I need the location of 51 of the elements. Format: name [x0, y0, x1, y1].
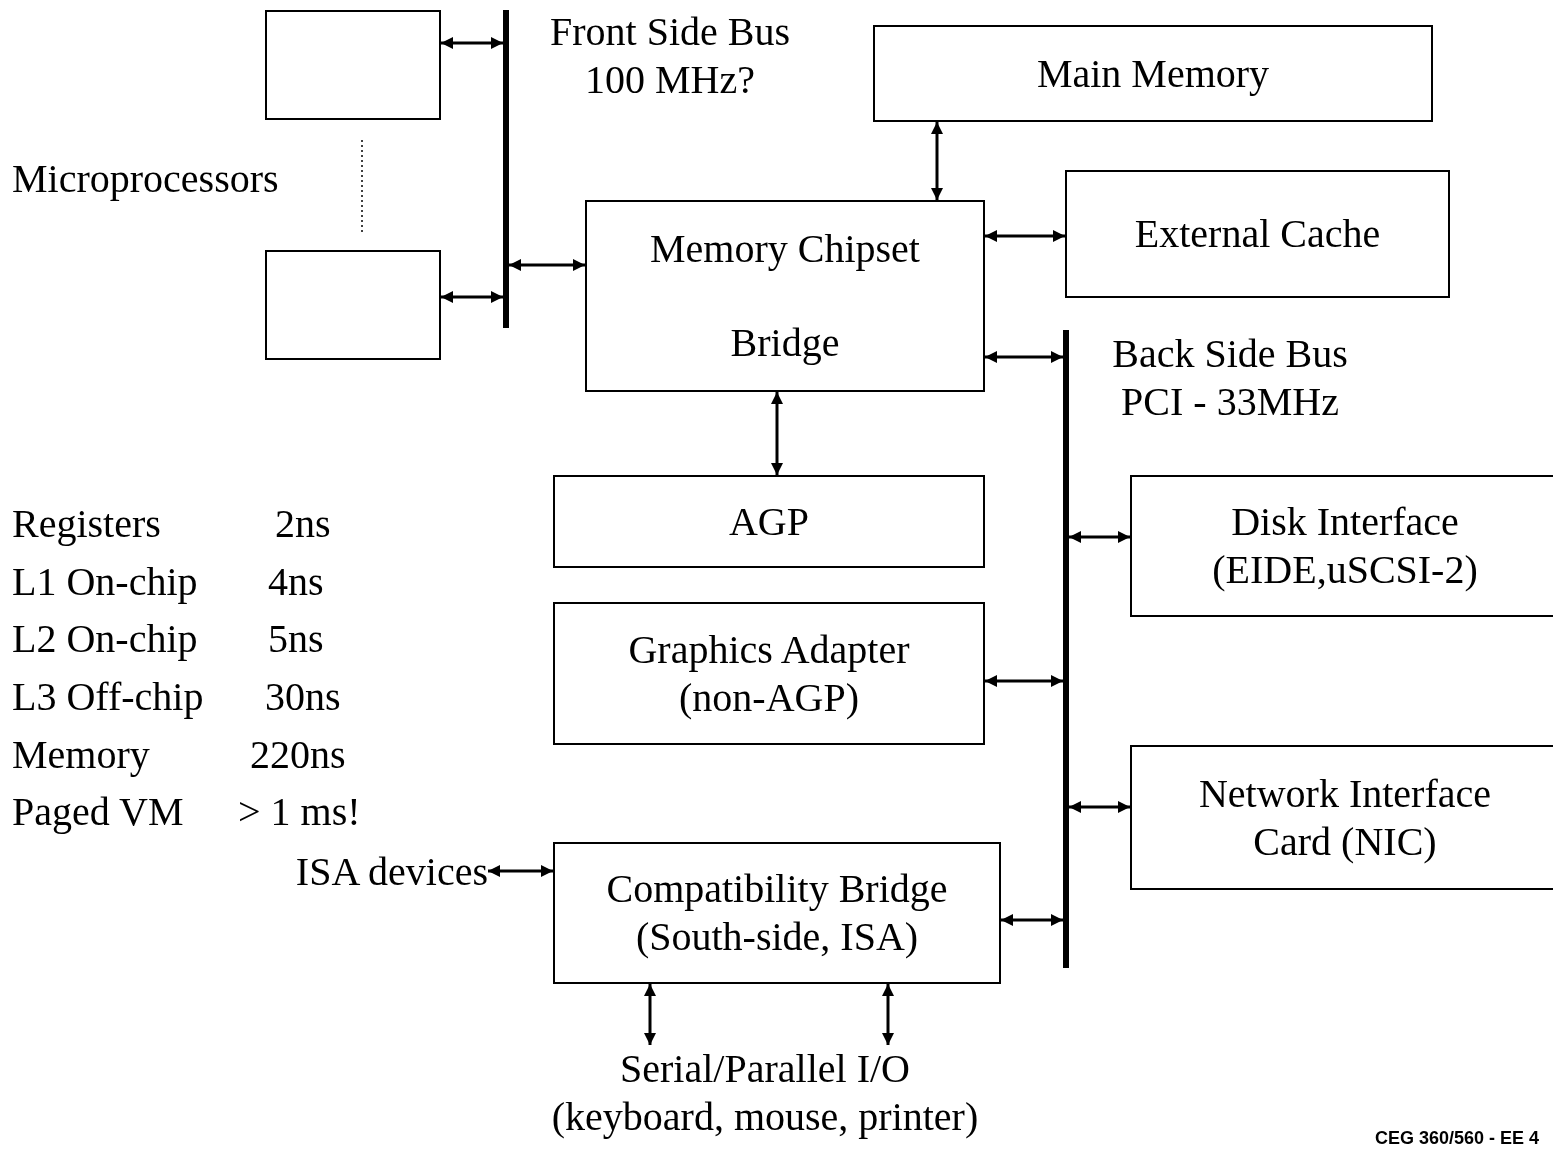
processor-box: [265, 250, 441, 360]
double-arrow: [1001, 914, 1063, 926]
footer-text: CEG 360/560 - EE 4: [1374, 1128, 1539, 1150]
bus-label: Front Side Bus 100 MHz?: [548, 8, 791, 104]
double-arrow: [509, 259, 585, 271]
access-time: 220ns: [250, 731, 346, 779]
double-arrow: [1069, 531, 1130, 543]
component-label: Compatibility Bridge (South-side, ISA): [605, 865, 949, 961]
component-label: Bridge: [730, 319, 840, 367]
component-box: [1130, 745, 1553, 890]
component-box: [585, 200, 985, 392]
double-arrow: [931, 122, 943, 200]
double-arrow: [985, 351, 1063, 363]
device-label: ISA devices: [295, 848, 488, 896]
device-label: Serial/Parallel I/O (keyboard, mouse, printer): [550, 1045, 980, 1141]
component-box: [1065, 170, 1450, 298]
double-arrow: [882, 984, 894, 1045]
double-arrow: [644, 984, 656, 1045]
memory-level: L3 Off-chip: [12, 673, 204, 721]
memory-level: Memory: [12, 731, 150, 779]
component-label: AGP: [729, 497, 809, 546]
double-arrow: [1069, 801, 1130, 813]
component-label: Network Interface Card (NIC): [1197, 769, 1493, 866]
component-label: Disk Interface (EIDE,uSCSI-2): [1211, 498, 1479, 594]
access-time: 30ns: [265, 673, 341, 721]
processor-box: [265, 10, 441, 120]
bus-label: Back Side Bus PCI - 33MHz: [1111, 330, 1349, 426]
component-box: [1130, 475, 1553, 617]
memory-level: L2 On-chip: [12, 615, 198, 663]
double-arrow: [488, 865, 553, 877]
double-arrow: [985, 675, 1063, 687]
component-box: [553, 602, 985, 745]
access-time: > 1 ms!: [238, 788, 361, 836]
access-time: 5ns: [268, 615, 324, 663]
component-label: Main Memory: [1036, 49, 1270, 98]
group-label: Microprocessors: [12, 155, 279, 203]
component-label: Graphics Adapter (non-AGP): [627, 625, 911, 722]
component-box: [873, 25, 1433, 122]
component-box: [553, 475, 985, 568]
component-label: External Cache: [1134, 210, 1381, 258]
component-label: Memory Chipset: [650, 225, 920, 273]
access-time: 2ns: [275, 500, 331, 548]
double-arrow: [771, 392, 783, 475]
memory-level: Registers: [12, 500, 161, 548]
double-arrow: [985, 230, 1065, 242]
double-arrow: [441, 37, 503, 49]
access-time: 4ns: [268, 558, 324, 606]
double-arrow: [441, 291, 503, 303]
memory-level: Paged VM: [12, 788, 184, 836]
memory-level: L1 On-chip: [12, 558, 198, 606]
component-box: [553, 842, 1001, 984]
